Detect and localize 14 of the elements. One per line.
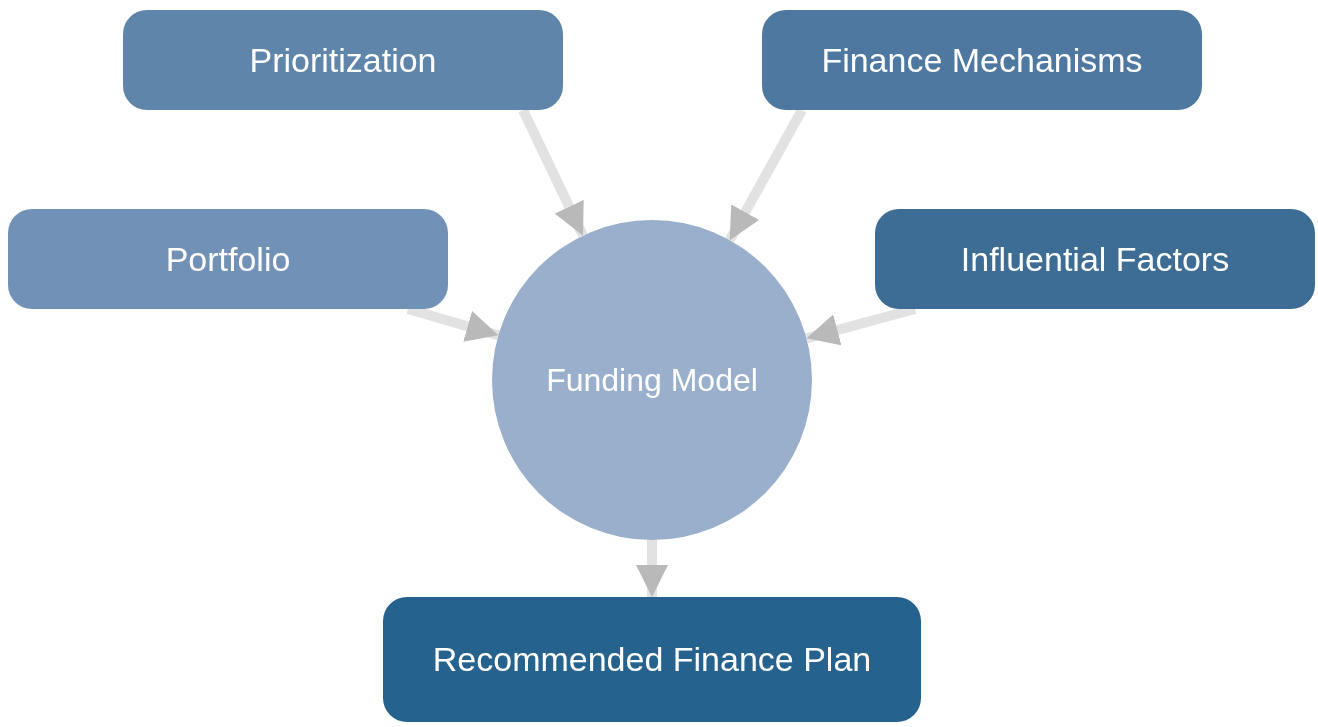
node-label: Recommended Finance Plan: [432, 639, 872, 680]
node-label: Finance Mechanisms: [821, 39, 1143, 81]
process-box: [762, 10, 1202, 110]
arrow: [636, 540, 668, 597]
node-label: Prioritization: [249, 39, 437, 81]
arrow: [725, 107, 807, 243]
process-box: [8, 209, 448, 309]
node-label: Funding Model: [546, 361, 758, 400]
process-box: [875, 209, 1315, 309]
node-label: Influential Factors: [960, 238, 1230, 280]
process-box: [123, 10, 563, 110]
process-box: [383, 597, 921, 722]
node-label: Portfolio: [165, 238, 291, 280]
arrow: [518, 107, 588, 238]
